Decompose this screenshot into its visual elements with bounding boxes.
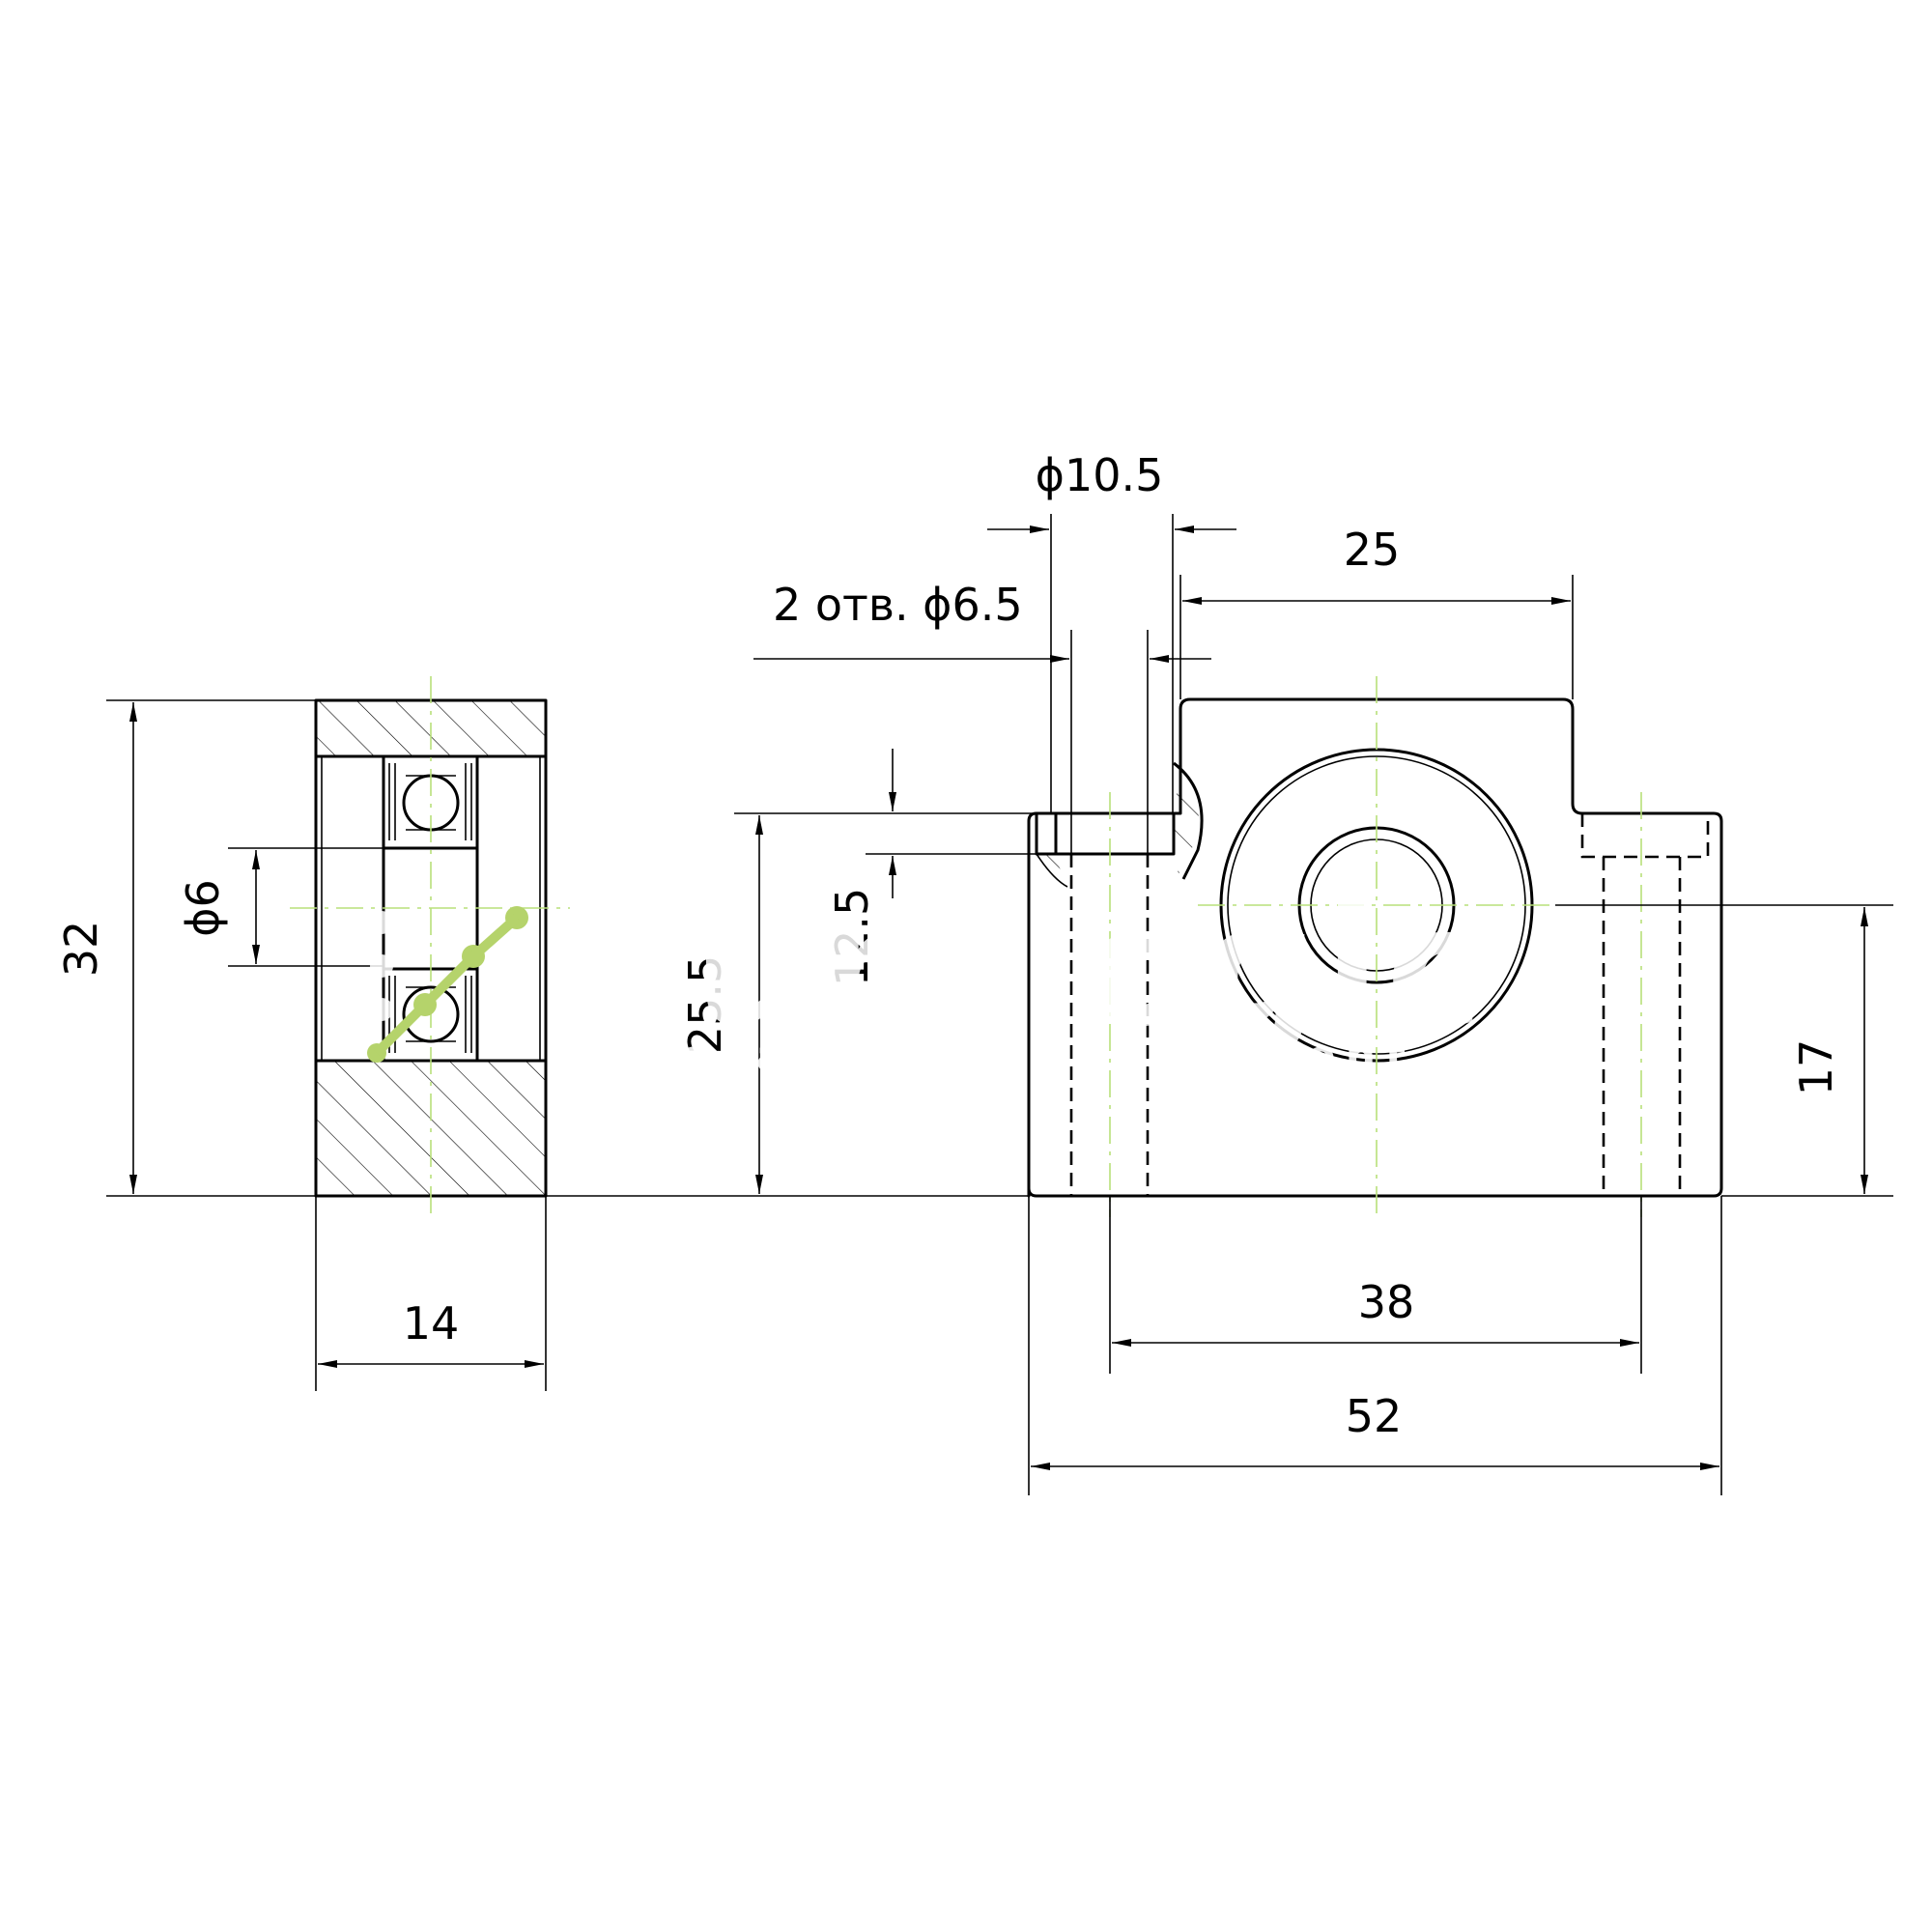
dim-total-height: 25.5 (679, 955, 731, 1054)
dim-hole-dia: ϕ10.5 (1036, 449, 1164, 501)
dim-holes-note: 2 отв. ϕ6.5 (773, 579, 1023, 631)
dim-hole-spacing: 38 (1358, 1276, 1415, 1328)
right-counterbore-hidden (1580, 813, 1710, 1196)
front-view: ϕ10.5 25 2 отв. ϕ6.5 12.5 25.5 17 38 (541, 449, 1893, 1495)
dim-side-height: 32 (55, 921, 107, 978)
logo-mark-icon (367, 906, 528, 1063)
dim-center-offset: 25 (1344, 524, 1401, 576)
dim-axis-height: 17 (1790, 1039, 1842, 1096)
left-counterbore (1035, 761, 1204, 888)
dim-total-width: 52 (1346, 1390, 1403, 1442)
dim-side-width: 14 (403, 1297, 460, 1350)
dim-counterbore-depth: 12.5 (826, 888, 878, 986)
watermark-tagline: research & development (613, 1032, 1415, 1081)
side-view: 32 ϕ6 14 (55, 676, 570, 1391)
watermark-brand: purelogic (570, 872, 1490, 1064)
watermark-logo: purelogic research & development (367, 872, 1490, 1081)
dim-bore-dia: ϕ6 (177, 879, 229, 937)
front-outline (1027, 697, 1723, 1198)
